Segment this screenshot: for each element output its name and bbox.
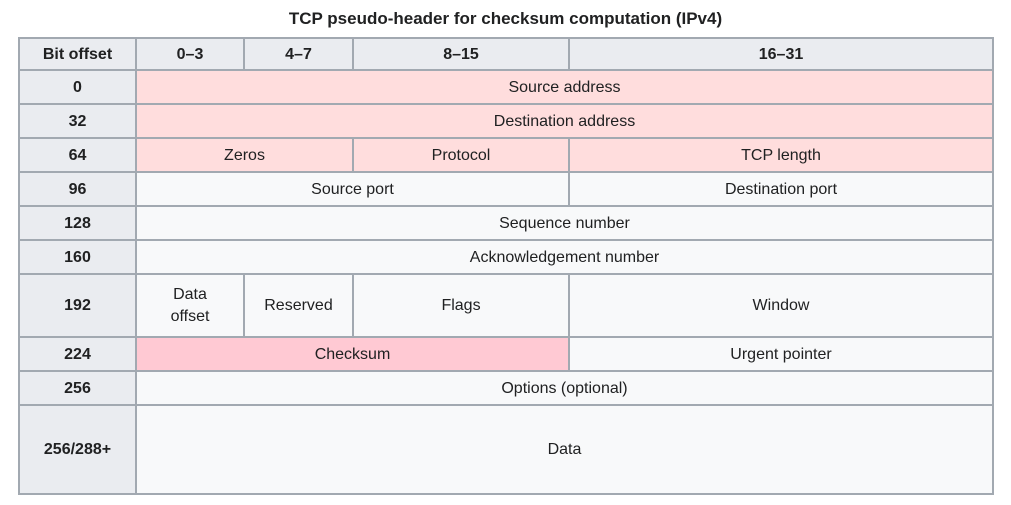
page-title: TCP pseudo-header for checksum computati…	[288, 9, 723, 28]
bit-offset-cell: 256	[18, 370, 137, 407]
column-header-8-15: 8–15	[352, 37, 570, 72]
field-cell-data-offset: Data offset	[135, 273, 245, 339]
field-cell-destination-port: Destination port	[568, 171, 994, 208]
bit-offset-cell: 64	[18, 137, 137, 174]
column-header-0-3: 0–3	[135, 37, 245, 72]
field-cell-sequence-number: Sequence number	[135, 205, 994, 242]
bit-offset-cell: 0	[18, 69, 137, 106]
field-cell-label: Data offset	[170, 286, 210, 325]
field-cell-destination-address: Destination address	[135, 103, 994, 140]
bit-offset-cell: 128	[18, 205, 137, 242]
column-header-16-31: 16–31	[568, 37, 994, 72]
field-cell-checksum: Checksum	[135, 336, 570, 373]
field-cell-window: Window	[568, 273, 994, 339]
field-cell-tcp-length: TCP length	[568, 137, 994, 174]
bit-offset-cell: 192	[18, 273, 137, 339]
field-cell-acknowledgement-number: Acknowledgement number	[135, 239, 994, 276]
field-cell-source-address: Source address	[135, 69, 994, 106]
bit-offset-cell: 256/288+	[18, 404, 137, 496]
field-cell-zeros: Zeros	[135, 137, 354, 174]
bit-offset-cell: 160	[18, 239, 137, 276]
bit-offset-cell: 224	[18, 336, 137, 373]
field-cell-reserved: Reserved	[243, 273, 354, 339]
bit-offset-cell: 32	[18, 103, 137, 140]
field-cell-data: Data	[135, 404, 994, 496]
field-cell-urgent-pointer: Urgent pointer	[568, 336, 994, 373]
field-cell-flags: Flags	[352, 273, 570, 339]
bit-offset-cell: 96	[18, 171, 137, 208]
column-header-4-7: 4–7	[243, 37, 354, 72]
field-cell-options-optional: Options (optional)	[135, 370, 994, 407]
table-row: 256/288+Data	[18, 404, 994, 496]
column-header-bit-offset: Bit offset	[18, 37, 137, 72]
field-cell-protocol: Protocol	[352, 137, 570, 174]
field-cell-source-port: Source port	[135, 171, 570, 208]
